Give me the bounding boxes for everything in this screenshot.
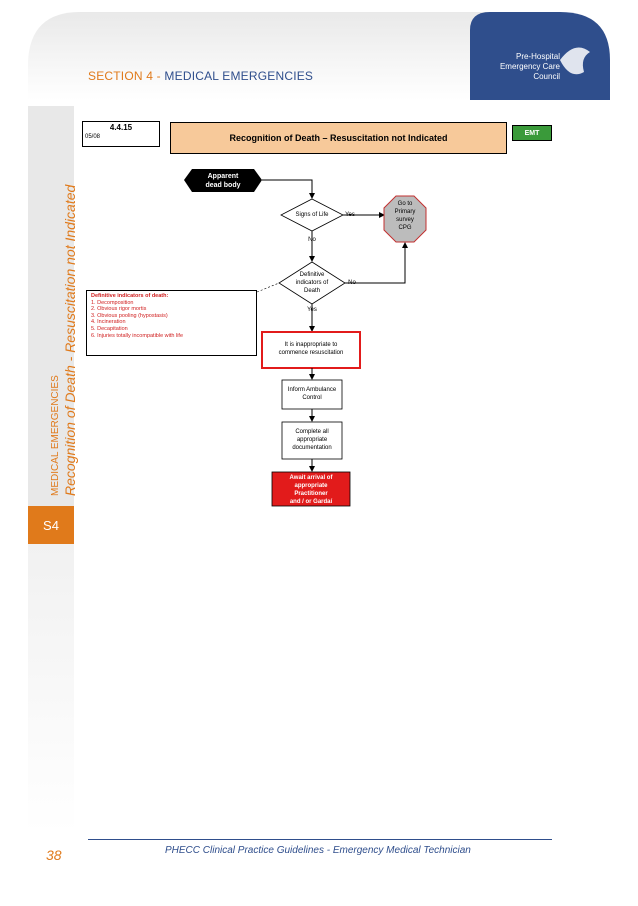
indicator-item: 3. Obvious pooling (hypostasis) [91,312,168,319]
inform-ambulance-box [281,379,343,410]
signs-of-life-label: Signs of Life [295,212,329,218]
complete-line-1: Complete all [295,429,329,435]
definitive-label: Definitive indicators of Death [286,271,338,295]
goto-line-3: survey [396,217,414,223]
header-banner [0,0,638,100]
page-number: 38 [46,847,62,863]
section-name: MEDICAL EMERGENCIES [164,69,314,83]
inform-line-1: Inform Ambulance [287,387,337,393]
await-line-3: Practitioner [294,491,328,497]
await-line-1: Await arrival of [289,475,333,481]
indicator-item: 5. Decapitation [91,325,128,332]
cpg-title-box: Recognition of Death – Resuscitation not… [170,122,507,154]
start-node [184,169,262,192]
indicator-item: 4. Incineration [91,319,126,326]
definitive-line-3: Death [303,288,320,294]
council-logo-icon [560,47,590,75]
inappropriate-resuscitation-box [261,331,361,369]
inappropriate-line-2: commence resuscitation [278,350,344,356]
definitive-yes-label: Yes [307,307,317,313]
goto-primary-survey-node [383,195,427,243]
indicator-item: 6. Injuries totally incompatible with li… [91,332,184,339]
footer-text: PHECC Clinical Practice Guidelines - Eme… [165,845,471,856]
indicator-item: 2. Obvious rigor mortis [91,306,147,313]
definitive-line-2: indicators of [295,280,329,286]
await-line-2: appropriate [294,483,328,489]
goto-line-1: Go to [397,201,413,207]
cpg-number: 4.4.15 [109,123,133,132]
section-title: SECTION 4 - MEDICAL EMERGENCIES [88,69,313,83]
connector-indicators-link [256,282,280,293]
goto-label: Go to Primary survey CPG [385,200,425,232]
complete-documentation-box [281,421,343,460]
start-node-label: Apparent dead body [186,172,260,190]
complete-label: Complete all appropriate documentation [283,428,341,452]
await-line-4: and / or Gardaí [289,499,333,505]
page-header: SECTION 4 - MEDICAL EMERGENCIES Pre-Hosp… [0,0,638,100]
section-tab: S4 [28,506,74,544]
inappropriate-label: It is inappropriate to commence resuscit… [264,341,358,357]
connector-start-signs [262,179,315,199]
council-name: Pre-Hospital Emergency Care Council [420,52,560,82]
council-line-1: Pre-Hospital [515,52,560,61]
cpg-title: Recognition of Death – Resuscitation not… [229,133,448,143]
indicators-heading: Definitive indicators of death: [91,293,169,299]
indicator-item: 1. Decomposition [91,299,134,306]
await-arrival-box [271,471,351,507]
start-line-2: dead body [205,182,241,189]
cpg-code-box: 4.4.15 05/08 [82,121,160,147]
await-label: Await arrival of appropriate Practitione… [273,474,349,506]
inappropriate-line-1: It is inappropriate to [284,342,338,348]
council-line-3: Council [533,72,560,81]
inform-label: Inform Ambulance Control [283,386,341,402]
sidebar-fade [28,544,74,834]
inform-line-2: Control [302,395,322,401]
goto-line-2: Primary [394,209,416,215]
definitive-indicators-box: Definitive indicators of death: 1. Decom… [86,290,257,356]
definitive-line-1: Definitive [299,272,325,278]
signs-no-label: No [308,237,316,243]
signs-yes-label: Yes [345,212,355,218]
section-tab-label: S4 [43,517,59,533]
emt-badge: EMT [512,125,552,141]
complete-line-2: appropriate [296,437,328,443]
complete-line-3: documentation [292,445,332,451]
council-line-2: Emergency Care [499,62,560,71]
goto-line-4: CPG [398,225,412,231]
emt-label: EMT [524,129,540,137]
cpg-date: 05/08 [85,134,101,140]
sidebar-panel [28,106,74,506]
start-line-1: Apparent [207,173,239,180]
connector-definitive-no [345,242,408,284]
footer-divider [88,839,552,840]
definitive-no-label: No [348,280,356,286]
section-prefix: SECTION 4 - [88,69,165,83]
